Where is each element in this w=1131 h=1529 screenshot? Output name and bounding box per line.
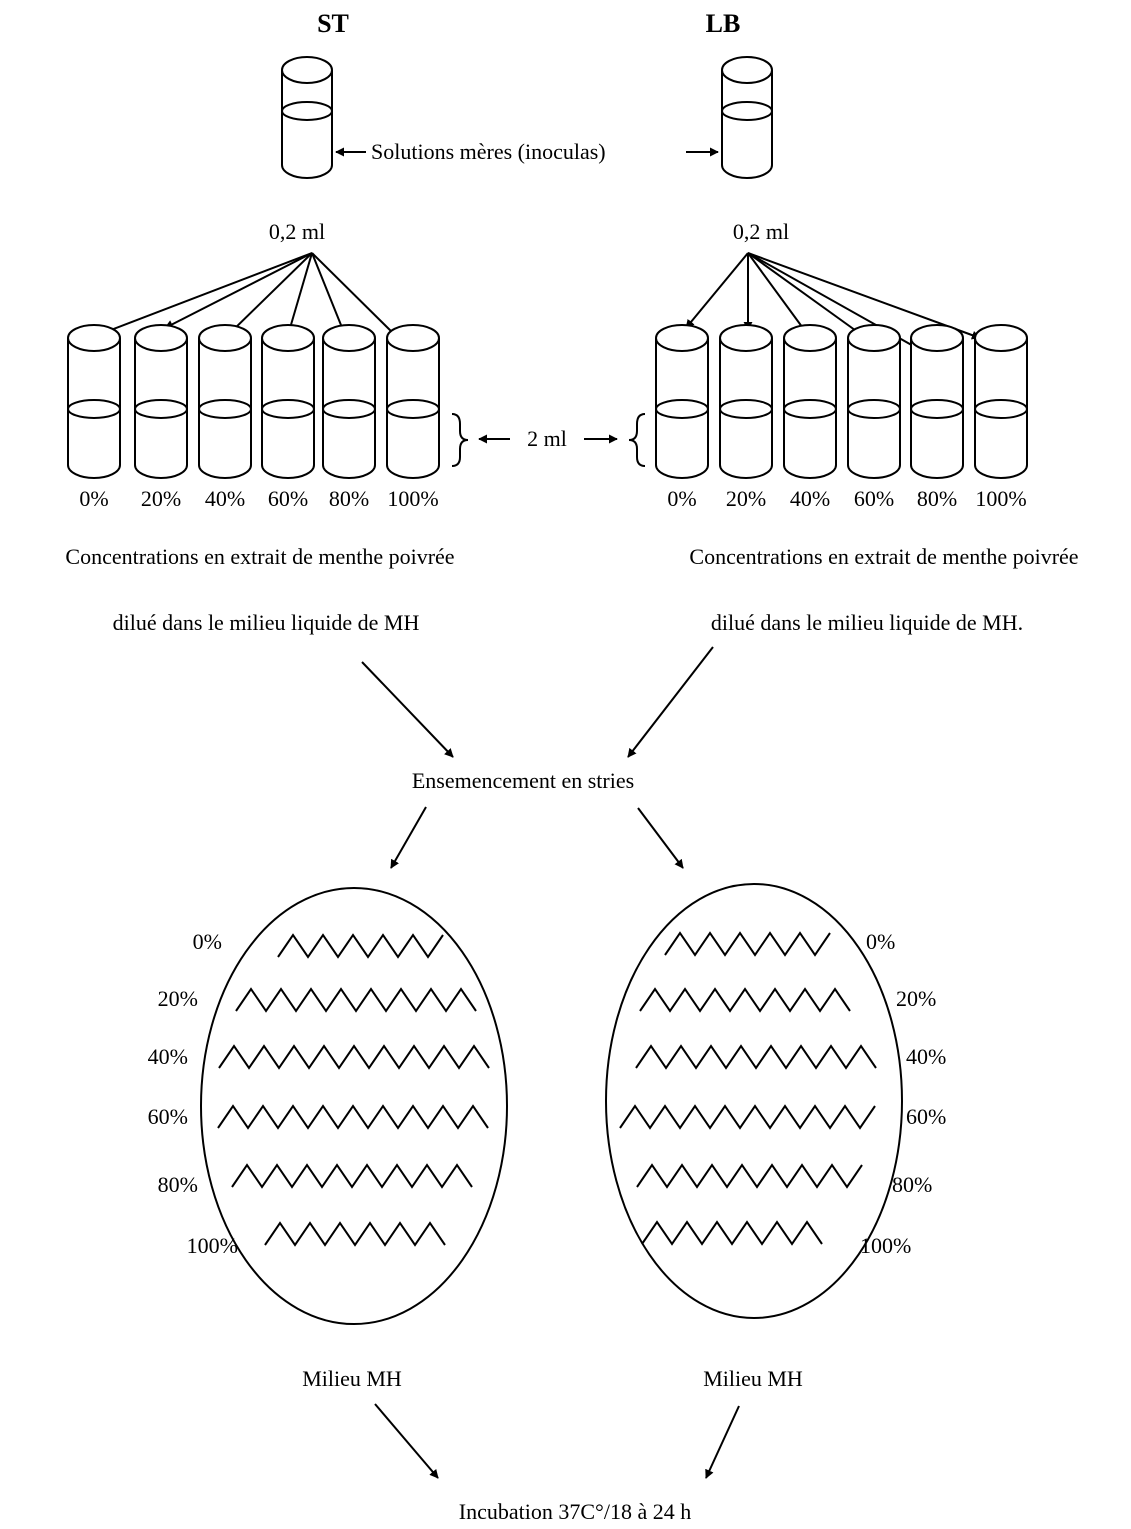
petri-dish-right (605, 883, 903, 1319)
dilution-tube-right-2 (783, 324, 838, 479)
transfer-arrows-left (89, 252, 399, 340)
plate-label-right-3: 60% (906, 1104, 946, 1129)
plate-label-left-2: 40% (148, 1044, 188, 1069)
streaks-right (619, 931, 877, 1246)
concentration-label-right-0: 0% (667, 486, 696, 511)
plate-labels-right: 0% 20% 40% 60% 80% 100% (860, 929, 946, 1258)
petri-dish-left (200, 887, 508, 1325)
streak-right-3 (619, 1104, 876, 1130)
streak-left-3 (217, 1104, 489, 1130)
arrow-to-plate-right (637, 807, 684, 869)
tube-row-right (655, 324, 1029, 479)
dilution-tube-left-1 (134, 324, 189, 479)
arrow-to-incubation-left (374, 1403, 439, 1479)
medium-label-left: Milieu MH (302, 1366, 402, 1391)
plate-label-left-4: 80% (158, 1172, 198, 1197)
description-right-line1: Concentrations en extrait de menthe poiv… (689, 544, 1078, 569)
concentration-label-right-5: 100% (975, 486, 1026, 511)
streak-right-4 (636, 1163, 863, 1189)
streak-right-5 (641, 1220, 823, 1246)
dilution-tube-right-4 (910, 324, 965, 479)
volume-label-right: 0,2 ml (733, 219, 789, 244)
plate-label-right-2: 40% (906, 1044, 946, 1069)
plate-label-left-1: 20% (158, 986, 198, 1011)
tube-row-left (67, 324, 441, 479)
strain-label-right: LB (706, 9, 741, 38)
arrow-to-seeding-left (361, 661, 454, 758)
dilution-tube-left-3 (261, 324, 316, 479)
arrow-to-incubation-right (705, 1405, 740, 1479)
plate-label-right-0: 0% (866, 929, 895, 954)
brace-left (451, 413, 469, 467)
streak-right-1 (639, 987, 851, 1013)
dilution-tube-left-5 (386, 324, 441, 479)
stock-solutions-label: Solutions mères (inoculas) (371, 139, 606, 164)
dilution-tube-right-1 (719, 324, 774, 479)
plate-label-right-1: 20% (896, 986, 936, 1011)
volume-label-left: 0,2 ml (269, 219, 325, 244)
concentration-label-left-5: 100% (387, 486, 438, 511)
brace-right (628, 413, 646, 467)
stock-tube-right (721, 56, 774, 179)
stock-tube-left (281, 56, 334, 179)
streak-right-0 (664, 931, 831, 957)
streak-right-2 (635, 1044, 877, 1070)
arrow-to-plate-left (390, 806, 427, 869)
seeding-label: Ensemencement en stries (412, 768, 634, 793)
concentration-labels-left: 0% 20% 40% 60% 80% 100% (79, 486, 438, 511)
streak-left-4 (231, 1163, 473, 1189)
concentration-label-right-3: 60% (854, 486, 894, 511)
incubation-label: Incubation 37C°/18 à 24 h (459, 1499, 691, 1524)
dilution-tube-right-5 (974, 324, 1029, 479)
description-right-line2: dilué dans le milieu liquide de MH. (711, 610, 1023, 635)
streak-left-5 (264, 1221, 446, 1247)
concentration-label-left-2: 40% (205, 486, 245, 511)
arrow-to-seeding-right (627, 646, 714, 758)
concentration-label-right-1: 20% (726, 486, 766, 511)
concentration-labels-right: 0% 20% 40% 60% 80% 100% (667, 486, 1026, 511)
dilution-tube-right-3 (847, 324, 902, 479)
dilution-tube-left-4 (322, 324, 377, 479)
dilution-tube-right-0 (655, 324, 710, 479)
streak-left-1 (235, 987, 477, 1013)
concentration-label-left-4: 80% (329, 486, 369, 511)
streak-left-0 (277, 933, 444, 959)
plate-label-left-0: 0% (193, 929, 222, 954)
streak-left-2 (218, 1044, 490, 1070)
dilution-tube-left-0 (67, 324, 122, 479)
plate-label-right-5: 100% (860, 1233, 911, 1258)
plate-label-left-3: 60% (148, 1104, 188, 1129)
plate-label-right-4: 80% (892, 1172, 932, 1197)
concentration-label-left-0: 0% (79, 486, 108, 511)
description-left-line2: dilué dans le milieu liquide de MH (113, 610, 420, 635)
plate-labels-left: 0% 20% 40% 60% 80% 100% (148, 929, 238, 1258)
concentration-label-left-3: 60% (268, 486, 308, 511)
description-left-line1: Concentrations en extrait de menthe poiv… (65, 544, 454, 569)
volume-2ml-label: 2 ml (527, 426, 567, 451)
plate-label-left-5: 100% (187, 1233, 238, 1258)
concentration-label-right-4: 80% (917, 486, 957, 511)
dilution-tube-left-2 (198, 324, 253, 479)
streaks-left (217, 933, 490, 1247)
strain-label-left: ST (317, 9, 349, 38)
medium-label-right: Milieu MH (703, 1366, 803, 1391)
concentration-label-right-2: 40% (790, 486, 830, 511)
concentration-label-left-1: 20% (141, 486, 181, 511)
